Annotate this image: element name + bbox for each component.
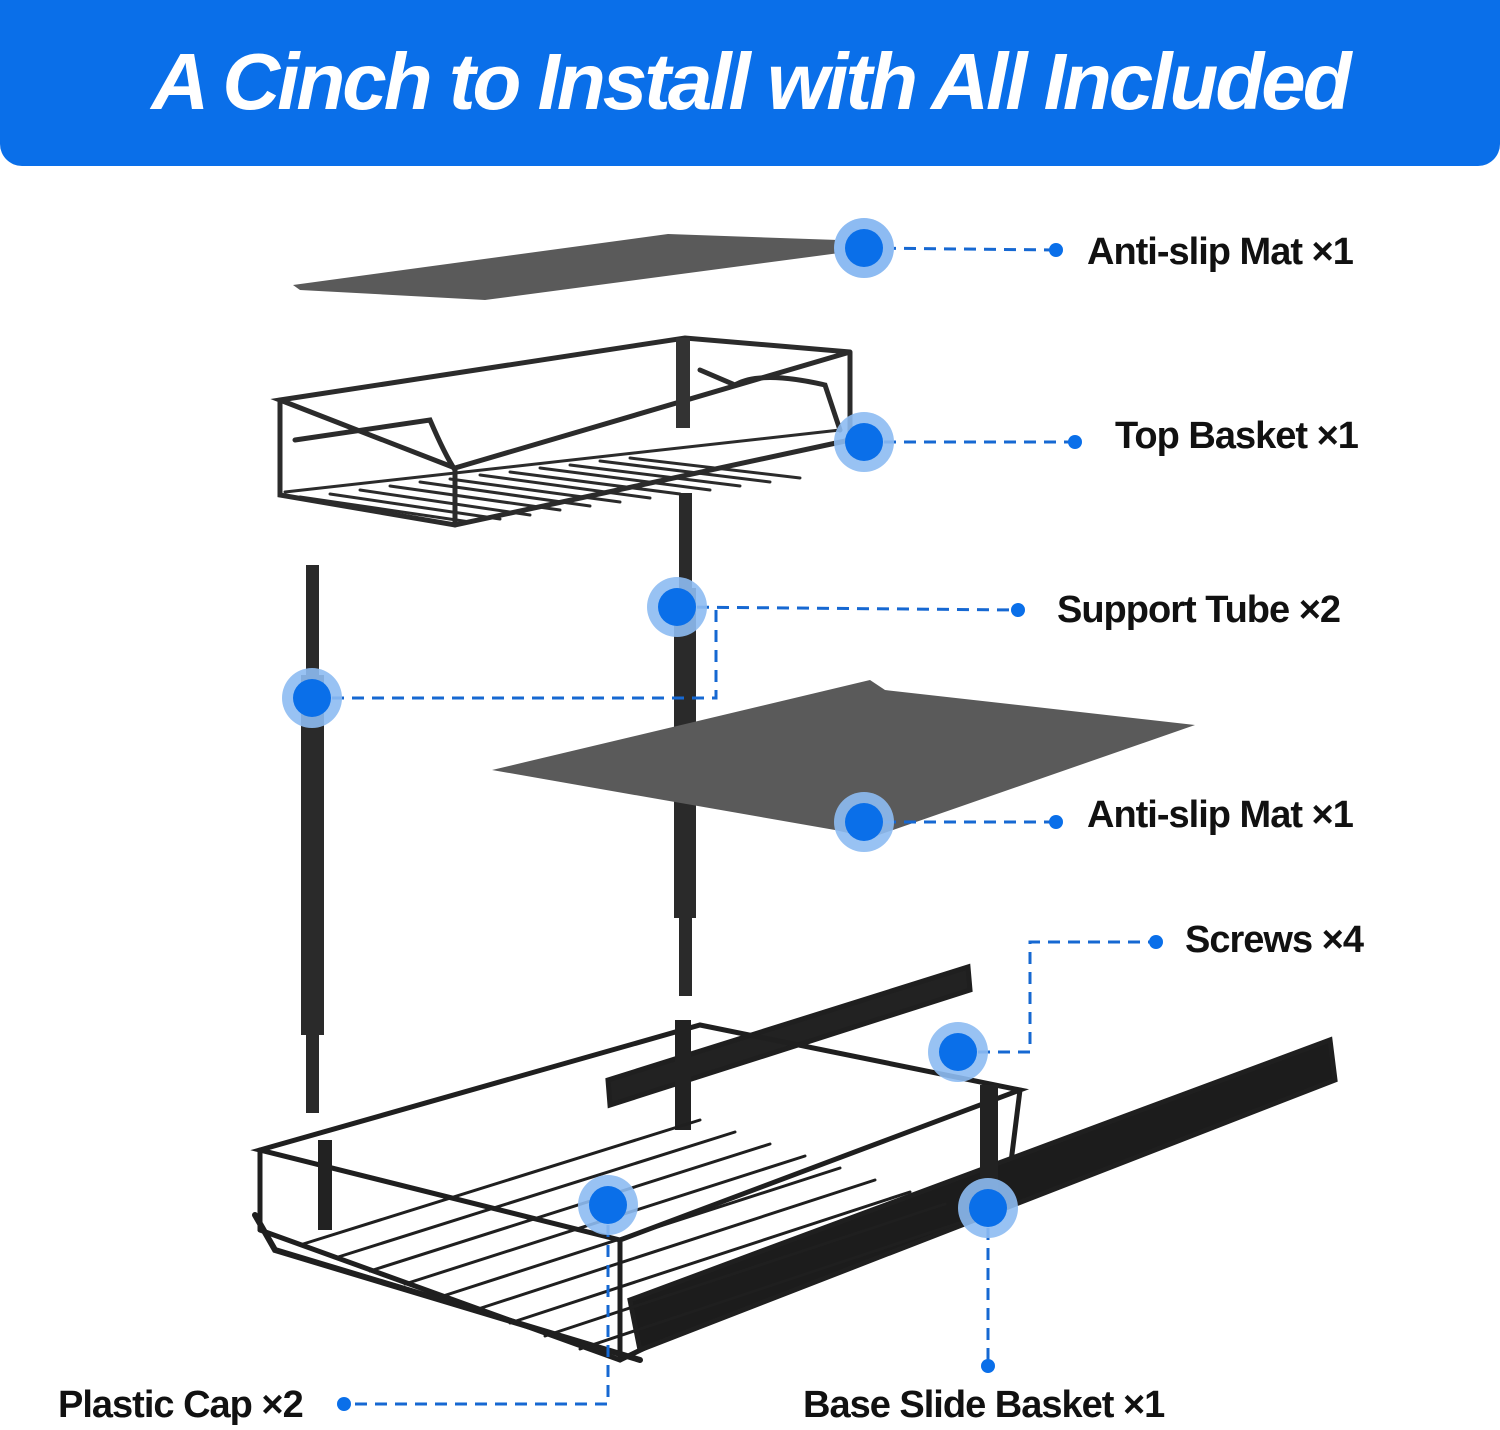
page-title: A Cinch to Install with All Included — [151, 37, 1351, 126]
marker-plastic-cap — [337, 1175, 638, 1411]
label-anti-slip-mat-bottom: Anti-slip Mat ×1 — [1087, 794, 1354, 836]
title-banner: A Cinch to Install with All Included — [0, 0, 1500, 166]
label-plastic-cap: Plastic Cap ×2 — [58, 1384, 304, 1426]
label-support-tube: Support Tube ×2 — [1057, 589, 1341, 631]
marker-screws — [928, 935, 1163, 1082]
marker-support-tube — [282, 577, 1025, 728]
marker-anti-slip-mat-top — [834, 218, 1063, 278]
marker-base-slide-basket — [958, 1178, 1018, 1373]
leader-lines — [312, 246, 1156, 1406]
label-top-basket: Top Basket ×1 — [1115, 415, 1359, 457]
base-slide-basket-illustration — [250, 963, 1338, 1363]
anti-slip-mat-bottom — [492, 680, 1195, 838]
marker-top-basket — [834, 412, 1082, 472]
label-base-slide-basket: Base Slide Basket ×1 — [803, 1384, 1165, 1426]
callout-markers — [282, 218, 1163, 1411]
anti-slip-mat-top — [293, 234, 862, 300]
top-basket-illustration — [270, 335, 853, 528]
label-screws: Screws ×4 — [1185, 919, 1364, 961]
marker-anti-slip-mat-bottom — [834, 792, 1063, 852]
support-tube-illustration — [301, 493, 696, 1113]
label-anti-slip-mat-top: Anti-slip Mat ×1 — [1087, 231, 1354, 273]
